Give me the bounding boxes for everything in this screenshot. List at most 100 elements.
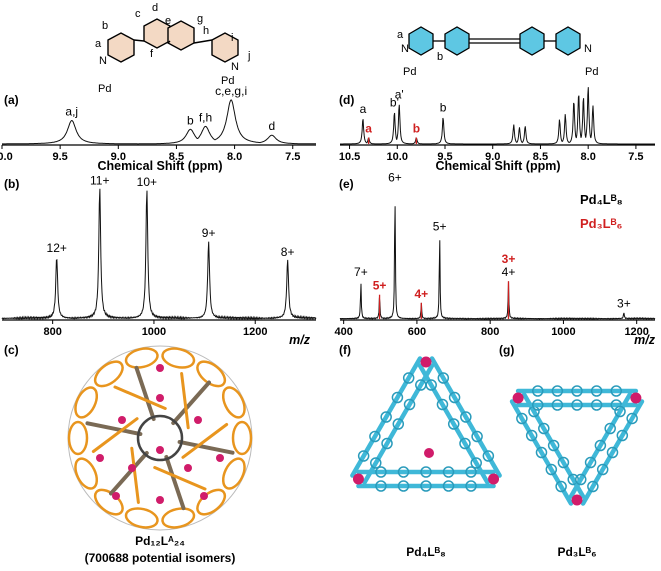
- inner-ligand: [171, 380, 211, 426]
- aryl-ring: [516, 412, 528, 425]
- aryl-ring: [545, 463, 558, 476]
- aryl-ring: [604, 422, 616, 435]
- aryl-ring: [436, 398, 449, 411]
- panel-label-c: (c): [4, 343, 19, 357]
- pd-atom: [156, 446, 164, 454]
- peak-label: 12+: [47, 241, 67, 255]
- aryl-ring: [531, 385, 544, 397]
- x-tick-label: 10.5: [339, 151, 360, 163]
- ligand-strand: [124, 347, 159, 369]
- ligand-strand: [67, 420, 89, 456]
- x-tick-label: 8.0: [227, 151, 242, 163]
- aryl-ring: [525, 429, 538, 442]
- ligand-b-pd-left: Pd: [403, 66, 416, 78]
- pd4lb8-cage-model: [350, 356, 502, 492]
- aryl-ring: [614, 405, 626, 418]
- aryl-ring: [616, 429, 629, 442]
- panel-label-g: (g): [499, 343, 514, 357]
- aryl-ring: [555, 480, 567, 493]
- peak-label: 4+: [414, 287, 428, 301]
- aryl-ring: [397, 480, 410, 492]
- ligand-b-pd-right: Pd: [585, 66, 598, 78]
- pd-atom: [352, 473, 364, 485]
- inner-ligand: [181, 422, 229, 459]
- peak-label: 7+: [354, 265, 368, 279]
- inner-ligand: [91, 417, 139, 454]
- aryl-ring: [571, 399, 583, 411]
- spectrum-trace: [340, 87, 655, 145]
- peak-label: 10+: [137, 175, 157, 189]
- x-tick-label: 8.5: [169, 151, 184, 163]
- ligand-strand: [580, 399, 645, 506]
- x-axis-label: Chemical Shift (ppm): [435, 159, 560, 173]
- pd3lb6-cage-model: [509, 385, 645, 506]
- peak-label: a': [395, 88, 404, 102]
- aryl-ring: [471, 430, 483, 443]
- x-tick-label: 800: [43, 326, 61, 338]
- peak-label: b': [390, 96, 399, 110]
- atom-label-b: b: [102, 20, 108, 32]
- aryl-ring: [584, 456, 597, 469]
- ligand-strand: [74, 457, 99, 490]
- spectrum-trace: [1, 188, 317, 321]
- aryl-ring: [442, 466, 455, 478]
- aryl-ring: [626, 412, 638, 425]
- x-tick-label: 400: [334, 326, 352, 338]
- ligand-strand: [161, 347, 196, 369]
- aryl-ring: [420, 480, 432, 492]
- aryl-ring: [575, 473, 587, 486]
- aryl-ring: [590, 399, 603, 411]
- caption-isomers: (700688 potential isomers): [85, 551, 236, 565]
- inner-ligand: [130, 446, 140, 504]
- caption-pd3lb6: Pd₃Lᴮ₆: [557, 545, 596, 559]
- x-tick-label: 8.0: [581, 151, 596, 163]
- ligand-a-structure: [107, 18, 239, 63]
- pd-atom: [512, 392, 524, 404]
- peak-label: b: [413, 122, 420, 136]
- aryl-ring: [437, 372, 450, 384]
- aryl-ring: [370, 457, 382, 469]
- atom-label-h: h: [203, 25, 209, 37]
- pd-atom: [630, 392, 642, 404]
- aryl-ring: [535, 446, 548, 459]
- panel-label-e: (e): [339, 177, 354, 191]
- pd-atom: [488, 473, 500, 485]
- x-tick-label: 8.5: [533, 151, 548, 163]
- panel-label-a: (a): [4, 93, 19, 107]
- nmr-spectrum-a: 10.09.59.08.58.07.5a,jbf,hc,e,g,idChemic…: [0, 84, 316, 173]
- aryl-ring: [403, 398, 416, 411]
- x-tick-label: 9.5: [437, 151, 452, 163]
- pd-atom: [96, 454, 104, 462]
- aryl-ring: [465, 480, 477, 492]
- ligand-strand: [124, 507, 159, 529]
- ligand-b-n-right: N: [584, 43, 592, 55]
- aryl-ring: [392, 418, 405, 430]
- atom-label-f: f: [150, 48, 154, 60]
- peak-label: f,h: [199, 110, 212, 124]
- x-axis-label: Chemical Shift (ppm): [97, 159, 222, 173]
- panel-label-b: (b): [4, 177, 19, 191]
- aryl-ring: [571, 385, 583, 397]
- aryl-ring: [420, 466, 432, 478]
- pd-atom: [571, 494, 583, 506]
- inner-ligand: [85, 421, 143, 437]
- ligand-b-atom-a: a: [397, 29, 404, 41]
- aryl-ring: [547, 439, 560, 452]
- x-tick-label: 9.0: [111, 151, 126, 163]
- aryl-ring: [397, 466, 410, 478]
- inner-ligand: [109, 450, 149, 496]
- peak-label: 9+: [202, 226, 216, 240]
- x-axis-label: m/z: [289, 333, 311, 347]
- inner-ligand: [164, 454, 186, 511]
- legend-pd4lb8: Pd₄Lᴮ₈: [580, 192, 623, 207]
- pd-atom: [118, 416, 126, 424]
- pd-atom: [112, 492, 120, 500]
- peak-label: 6+: [388, 171, 402, 185]
- ligand-strand: [221, 386, 246, 419]
- panel-label-d: (d): [339, 93, 354, 107]
- pd-atom: [420, 356, 432, 368]
- ligand-a-pd-right: Pd: [221, 75, 234, 87]
